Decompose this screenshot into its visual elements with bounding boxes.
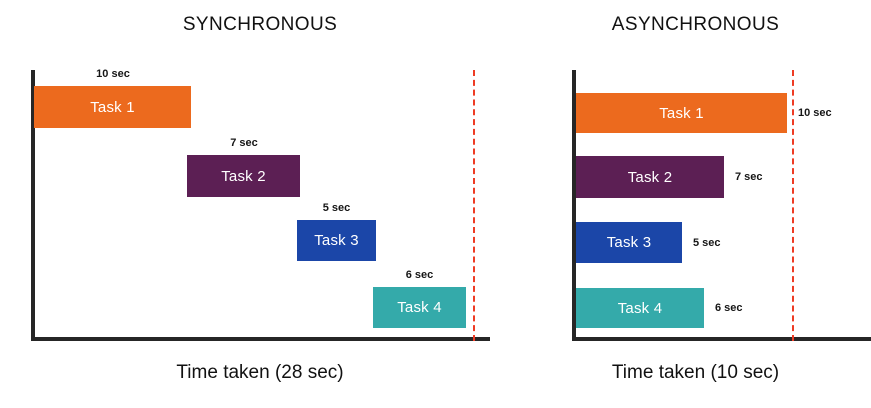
bar-label-sync-task-2: Task 2 [221, 167, 266, 185]
bar-async-task-4[interactable]: Task 4 [576, 288, 704, 328]
bar-sync-task-4[interactable]: Task 4 [373, 287, 466, 328]
bar-label-async-task-3: Task 3 [606, 234, 652, 251]
bar-label-async-task-2: Task 2 [627, 168, 673, 186]
duration-label-sync-task-1: 10 sec [96, 68, 130, 80]
y-axis-asynchronous [572, 70, 576, 341]
y-axis-synchronous [31, 70, 35, 341]
duration-label-async-task-4: 6 sec [715, 302, 743, 314]
bar-label-sync-task-3: Task 3 [314, 232, 359, 249]
panel-asynchronous: ASYNCHRONOUS Task 1 10 sec Task 2 7 sec … [520, 0, 871, 408]
panel-synchronous: SYNCHRONOUS 10 sec Task 1 7 sec Task 2 5… [31, 14, 490, 383]
duration-label-async-task-2: 7 sec [735, 171, 763, 183]
duration-label-sync-task-3: 5 sec [322, 202, 351, 214]
panel-title-synchronous: SYNCHRONOUS [182, 14, 338, 35]
bar-sync-task-2[interactable]: Task 2 [187, 155, 300, 197]
bar-async-task-1[interactable]: Task 1 [576, 93, 787, 133]
deadline-marker-synchronous [473, 70, 475, 341]
duration-label-async-task-1: 10 sec [798, 107, 832, 119]
x-axis-asynchronous [572, 337, 871, 341]
panel-title-asynchronous: ASYNCHRONOUS [611, 14, 780, 35]
duration-label-async-task-3: 5 sec [693, 237, 721, 249]
bar-label-sync-task-1: Task 1 [90, 98, 135, 116]
bar-async-task-2[interactable]: Task 2 [576, 156, 724, 198]
bar-async-task-3[interactable]: Task 3 [576, 222, 682, 263]
bar-sync-task-1[interactable]: Task 1 [34, 86, 191, 128]
duration-label-sync-task-2: 7 sec [230, 137, 258, 149]
axis-label-synchronous: Time taken (28 sec) [176, 362, 344, 383]
bar-sync-task-3[interactable]: Task 3 [297, 220, 376, 261]
deadline-marker-asynchronous [792, 70, 794, 341]
axis-label-asynchronous: Time taken (10 sec) [611, 362, 780, 383]
bar-label-async-task-4: Task 4 [617, 299, 663, 317]
x-axis-synchronous [31, 337, 490, 341]
bar-label-async-task-1: Task 1 [659, 104, 704, 122]
duration-label-sync-task-4: 6 sec [405, 269, 434, 281]
bar-label-sync-task-4: Task 4 [397, 299, 442, 316]
